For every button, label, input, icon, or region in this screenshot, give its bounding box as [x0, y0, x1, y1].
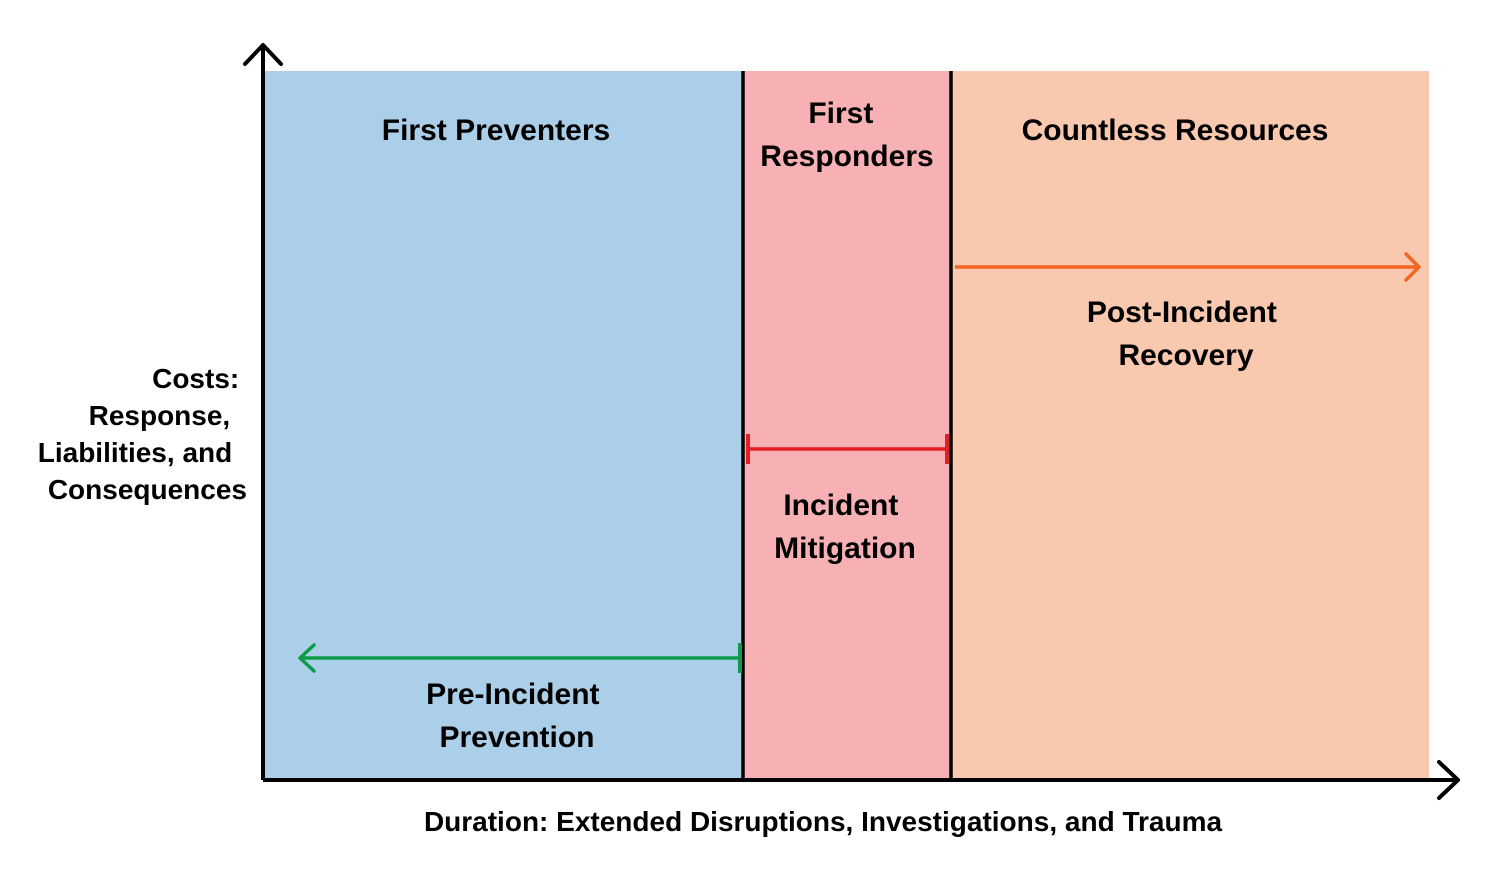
recovery-arrow-head	[1404, 252, 1421, 282]
mitigation-header-line-1: First	[808, 97, 873, 130]
recovery-zone	[951, 71, 1429, 780]
prevention-zone	[263, 71, 743, 780]
prevention-arrow-head	[298, 643, 316, 673]
recovery-phase-line-1: Post-Incident	[1087, 296, 1277, 329]
prevention-zone-header: First Preventers	[382, 114, 610, 147]
y-axis-label: Costs: Response, Liabilities, and Conseq…	[38, 363, 247, 505]
mitigation-header-line-2: Responders	[760, 140, 933, 173]
mitigation-zone-header: First Responders	[760, 97, 933, 173]
mitigation-arrow	[746, 434, 949, 464]
mitigation-phase-line-1: Incident	[783, 489, 898, 522]
prevention-phase-line-1: Pre-Incident	[426, 678, 599, 711]
y-axis-label-line-3: Liabilities, and	[38, 437, 232, 468]
y-axis-label-line-2: Response,	[89, 400, 231, 431]
mitigation-phase-label: Incident Mitigation	[774, 489, 916, 565]
recovery-arrow	[955, 252, 1421, 282]
y-axis-arrowhead	[243, 43, 283, 66]
prevention-phase-line-2: Prevention	[439, 721, 594, 754]
recovery-phase-line-2: Recovery	[1118, 339, 1253, 372]
x-axis-label: Duration: Extended Disruptions, Investig…	[424, 806, 1223, 837]
prevention-arrow	[298, 643, 742, 673]
prevention-phase-label: Pre-Incident Prevention	[426, 678, 608, 754]
recovery-phase-label: Post-Incident Recovery	[1087, 296, 1285, 372]
prevention-header-line: First Preventers	[382, 114, 610, 147]
recovery-zone-header: Countless Resources	[1022, 114, 1329, 147]
y-axis-label-line-1: Costs:	[152, 363, 239, 394]
recovery-header-line: Countless Resources	[1022, 114, 1329, 147]
mitigation-phase-line-2: Mitigation	[774, 532, 916, 565]
y-axis-label-line-4: Consequences	[48, 474, 247, 505]
x-axis-arrowhead	[1437, 760, 1460, 800]
mitigation-zone	[743, 71, 951, 780]
